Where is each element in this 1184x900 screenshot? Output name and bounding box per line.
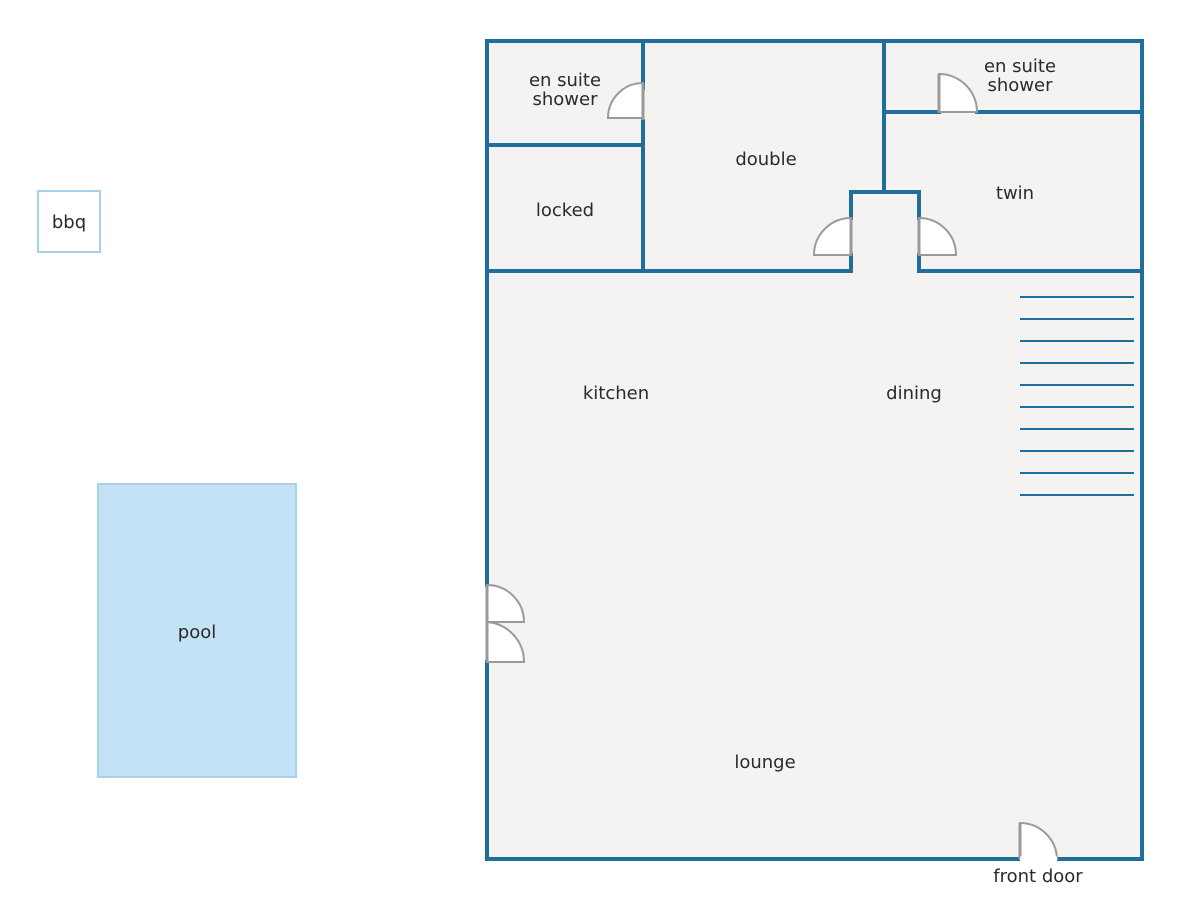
lounge-label: lounge [734,752,795,773]
front-door[interactable] [1018,821,1059,862]
doors [485,72,1059,862]
ensuite-right-label-line1: en suite [984,56,1056,77]
ensuite-left-door[interactable] [606,81,645,120]
front-door-label: front door [993,866,1083,887]
twin-label: twin [996,183,1034,204]
double-door[interactable] [812,216,853,256]
door-swing-icon [812,216,852,256]
bbq-box [37,190,101,253]
door-swing-icon [938,72,979,113]
pool-area: pool [97,483,297,778]
pool-shape [97,483,297,778]
ensuite-right-label-line2: shower [988,75,1054,96]
bbq-label: bbq [52,212,86,233]
ensuite-left-label-line2: shower [533,89,599,110]
outer-walls [485,39,1144,861]
ensuite-right-door[interactable] [937,72,979,113]
pool-label: pool [178,622,216,643]
room-labels: en suite shower en suite shower double t… [529,56,1083,887]
locked-label: locked [536,200,594,221]
door-swing-icon [918,216,958,256]
interior-walls [485,39,1144,273]
bbq-area: bbq [37,190,101,253]
double-label: double [735,149,796,170]
side-double-door[interactable] [485,583,526,663]
kitchen-label: kitchen [583,383,649,404]
door-swing-icon [486,620,526,663]
dining-label: dining [886,383,942,404]
twin-door[interactable] [917,216,958,256]
door-swing-icon [606,81,644,119]
door-swing-icon [486,583,526,623]
ensuite-left-label-line1: en suite [529,70,601,91]
staircase [1020,296,1134,496]
